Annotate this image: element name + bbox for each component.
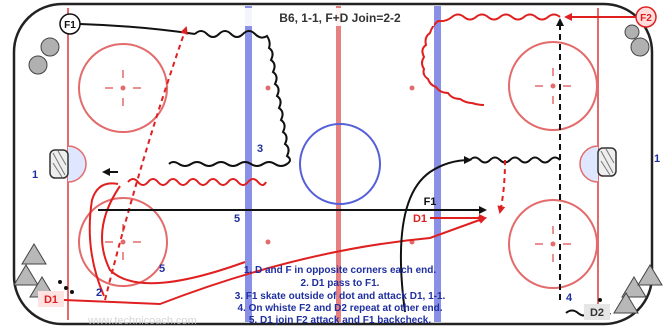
cones-right	[613, 264, 663, 314]
faceoff-hashes	[105, 68, 571, 262]
step-5a: 5	[234, 213, 240, 225]
faceoff-circle-bottom-right	[508, 199, 598, 289]
step-3: 3	[257, 143, 263, 155]
puck-stack	[40, 37, 60, 57]
player-f2-top-label: F2	[640, 13, 652, 24]
step-5b: 5	[159, 263, 165, 275]
faceoff-circle-bottom-left	[78, 197, 168, 287]
d1-wavy-left	[127, 178, 267, 186]
player-d2-bottom-label: D2	[590, 307, 604, 319]
f1-wavy-loop	[168, 30, 291, 167]
instruction-line-1: 1. D and F in opposite corners each end.	[244, 265, 436, 276]
blue-line-left	[245, 6, 252, 322]
crease-right	[579, 145, 599, 183]
crease-left	[67, 145, 87, 183]
step-2: 2	[96, 287, 102, 299]
player-d1-bottom-label: D1	[44, 294, 58, 306]
player-f2-top	[635, 6, 657, 28]
instruction-line-3: 3. F1 skate outside of dot and attack D1…	[235, 291, 446, 302]
d1-curve-red	[88, 182, 119, 297]
watermark: www.technicoach.com	[87, 315, 197, 327]
d1-backskate-left	[104, 26, 188, 301]
rink-boards	[12, 2, 654, 326]
step-1-left: 1	[32, 169, 38, 181]
faceoff-circle-top-right	[508, 41, 598, 131]
player-d1-mid-label: D1	[413, 213, 427, 225]
backcheck-path	[399, 156, 472, 313]
player-f1-top	[59, 13, 81, 35]
center-circle	[299, 123, 381, 205]
instructions: 1. D and F in opposite corners each end.…	[235, 265, 446, 326]
d2-wavy-right	[469, 156, 561, 164]
blue-line-right	[434, 6, 441, 322]
player-f1-top-label: F1	[64, 20, 76, 31]
diagram-title: B6, 1-1, F+D Join=2-2	[279, 11, 401, 25]
instruction-line-4: 4. On whiste F2 and D2 repeat at other e…	[237, 303, 442, 314]
player-f1-mid-label: F1	[424, 196, 437, 208]
step-1-right: 1	[654, 153, 660, 165]
player-d2-bottom	[584, 304, 610, 320]
step-4: 4	[566, 292, 573, 304]
instruction-line-2: 2. D1 pass to F1.	[301, 278, 380, 289]
f2-wavy-loop	[421, 13, 561, 106]
center-red-line	[336, 6, 341, 322]
player-d1-bottom	[38, 291, 64, 307]
net-left	[49, 149, 69, 179]
instruction-line-5: 5. D1 join F2 attack and F1 backcheck.	[249, 315, 432, 326]
net-right	[597, 147, 617, 177]
faceoff-circle-top-left	[78, 43, 168, 133]
d1-pass-red	[63, 216, 487, 306]
